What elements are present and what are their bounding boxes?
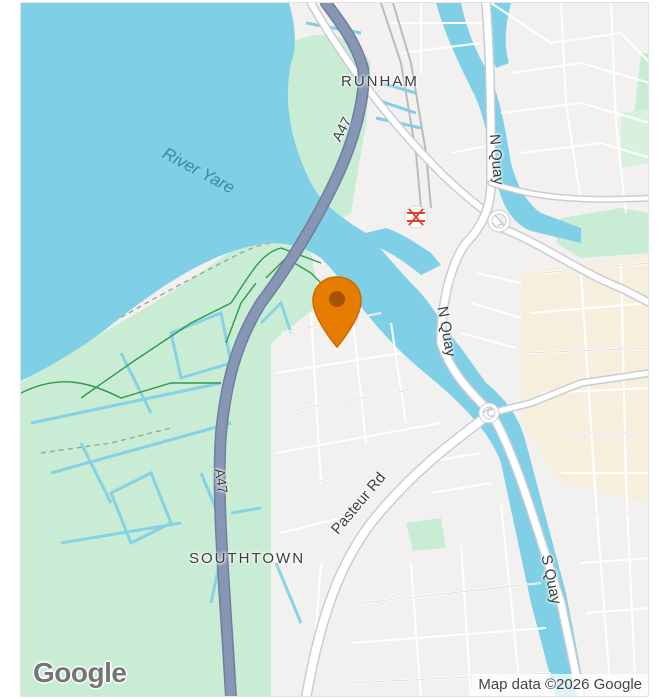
marsh-park-area: [21, 240, 321, 696]
park-area-small: [621, 108, 648, 168]
rail-station-icon[interactable]: [404, 205, 428, 229]
park-area-south: [406, 518, 446, 551]
river-bure-channel: [488, 3, 511, 68]
river-confluence: [366, 228, 441, 275]
map-view[interactable]: RUNHAM SOUTHTOWN River Yare A47 A47 N Qu…: [20, 2, 649, 697]
main-roads: [300, 3, 648, 696]
place-label-runham: RUNHAM: [341, 73, 419, 90]
place-label-southtown: SOUTHTOWN: [189, 550, 306, 567]
location-pin-icon[interactable]: [311, 275, 363, 351]
street-outlines: [275, 262, 648, 684]
marker-center-dot: [329, 291, 345, 307]
trails: [21, 241, 312, 454]
map-canvas[interactable]: [21, 3, 649, 697]
railway-lines: [380, 3, 432, 209]
road-label-a47-south: A47: [211, 467, 232, 495]
map-attribution[interactable]: Map data ©2026 Google: [472, 674, 648, 696]
river-bure-water: [436, 3, 581, 243]
google-logo: Google: [33, 657, 127, 688]
footpaths: [21, 247, 322, 399]
river-yare-water: [21, 3, 586, 696]
town-centre-area: [521, 253, 648, 503]
a47-road: [213, 3, 370, 696]
marsh-dykes: [30, 300, 303, 624]
park-area-east: [556, 208, 648, 258]
